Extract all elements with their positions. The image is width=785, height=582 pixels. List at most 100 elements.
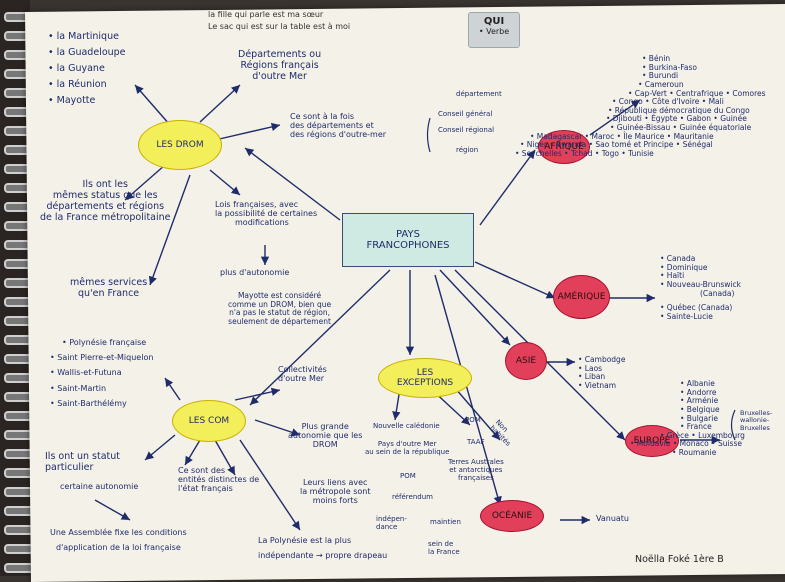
- list-item: • Haïti: [660, 271, 685, 281]
- afrique-node: AFRIQUE: [538, 130, 590, 164]
- com-autonomy: Plus grande autonomie que les DROM: [288, 422, 362, 450]
- text-line: La Polynésie est la plus: [258, 536, 352, 545]
- amerique-node: AMÉRIQUE: [553, 275, 610, 319]
- top-text: la fille qui parle est ma sœur Le sac qu…: [168, 8, 468, 38]
- text-line: Ce sont à la fois: [290, 112, 355, 121]
- text-line: Plus grande: [301, 422, 349, 431]
- text-line: département: [456, 90, 502, 98]
- list-item: • Canada: [660, 254, 696, 263]
- list-item: • Burundi: [642, 71, 679, 81]
- list-item: • Dominique: [660, 262, 708, 272]
- list-item: • Saint-Martin: [50, 383, 107, 393]
- text-line: françaises: [457, 474, 494, 483]
- list-item: • Roumanie: [672, 448, 717, 457]
- text-line: mêmes services: [70, 277, 148, 288]
- exceptions-terres: Terres Australes et antarctiques françai…: [448, 458, 504, 482]
- center-line-1: PAYS: [396, 229, 420, 240]
- list-item: Vanuatu: [596, 514, 630, 523]
- text-line: et antarctiques: [449, 466, 503, 475]
- text-line: Mayotte est considéré: [237, 291, 322, 300]
- text-line: région: [456, 146, 479, 155]
- list-item: • Andorre: [680, 387, 717, 397]
- exceptions-referendum: référendum: [392, 493, 433, 501]
- com-polynesie: La Polynésie est la plus indépendante → …: [258, 536, 387, 560]
- text-line: comme un DROM, bien que: [228, 299, 332, 309]
- center-line-2: FRANCOPHONES: [366, 240, 450, 251]
- exceptions-node: LES EXCEPTIONS: [378, 358, 472, 398]
- text-line: Ce sont des: [178, 466, 226, 475]
- text-line: la possibilité de certaines: [215, 209, 318, 219]
- drom-both: Ce sont à la fois des départements et de…: [290, 112, 386, 140]
- asie-label: ASIE: [515, 356, 537, 366]
- text-line: modifications: [235, 218, 289, 228]
- list-item: • Djibouti • Égypte • Gabon • Guinée: [606, 114, 747, 124]
- list-item: • la Guadeloupe: [48, 46, 126, 58]
- note-title: QUI: [483, 16, 505, 27]
- drom-autonomy: plus d'autonomie: [220, 268, 290, 277]
- list-item: • Moldavie • Monaco • Suisse: [630, 439, 742, 449]
- com-liens: Leurs liens avec la métropole sont moins…: [300, 478, 370, 506]
- list-item: • Cap-Vert • Centrafrique • Comores: [628, 88, 766, 98]
- com-assemblee: Une Assemblée fixe les conditions d'appl…: [50, 528, 187, 552]
- list-item: • Cameroun: [638, 79, 684, 89]
- text-line: Conseil régional: [438, 126, 495, 135]
- drom-status: Ils ont les mêmes status que les départe…: [40, 179, 171, 224]
- header-line-2: Le sac qui est sur la table est à moi: [208, 22, 351, 31]
- com-label: LES COM: [188, 416, 230, 426]
- notebook-spiral: [0, 0, 34, 576]
- list-item: • Albanie: [680, 379, 715, 388]
- drom-mayotte: Mayotte est considéré comme un DROM, bie…: [228, 291, 332, 327]
- signature: Noëlla Foké 1ère B: [635, 554, 724, 565]
- list-item: • République démocratique du Congo: [608, 105, 750, 115]
- exceptions-taaf: TAAF: [467, 438, 485, 446]
- amerique-list: • Canada • Dominique • Haïti • Nouveau-B…: [660, 254, 741, 321]
- list-item: • Nouveau-Brunswick: [660, 279, 741, 289]
- exceptions-label-1: LES: [416, 368, 434, 378]
- asie-list: • Cambodge • Laos • Liban • Vietnam: [578, 355, 626, 391]
- oceanie-list: Vanuatu: [596, 514, 629, 523]
- text-line: Conseil général: [438, 110, 493, 119]
- text-line: Lois françaises, avec: [215, 200, 299, 209]
- drom-list: • la Martinique • la Guadeloupe • la Guy…: [48, 31, 126, 107]
- drom-node: LES DROM: [138, 120, 222, 170]
- list-item: • Sainte-Lucie: [660, 311, 713, 321]
- header-line-1: la fille qui parle est ma sœur: [208, 10, 324, 19]
- text-line: sein de: [428, 540, 454, 548]
- list-item: • Arménie: [680, 396, 719, 406]
- list-item: • la Martinique: [48, 31, 119, 42]
- list-item: • Cambodge: [578, 355, 626, 364]
- text-line: Une Assemblée fixe les conditions: [50, 528, 187, 537]
- drom-bracket: département Conseil général Conseil régi…: [438, 90, 502, 154]
- text-line: l'état français: [178, 484, 233, 494]
- asie-node: ASIE: [505, 342, 547, 380]
- com-entites: Ce sont des entités distinctes de l'état…: [178, 466, 259, 494]
- center-node: PAYS FRANCOPHONES: [342, 213, 474, 267]
- text-line: Leurs liens avec: [303, 478, 368, 487]
- list-item: • Guinée-Bissau • Guinée équatoriale: [610, 123, 752, 132]
- list-item: • Saint-Barthélémy: [50, 398, 127, 408]
- oceanie-node: OCÉANIE: [480, 500, 544, 532]
- text-line: Ils ont un statut: [45, 451, 121, 462]
- exceptions-label-2: EXCEPTIONS: [396, 378, 454, 388]
- text-line: indépen-: [376, 515, 407, 523]
- text-line: mêmes status que les: [52, 189, 158, 201]
- list-item: • Congo • Côte d'Ivoire • Mali: [612, 97, 724, 107]
- note-sub: • Verbe: [478, 27, 510, 36]
- drom-definition: Départements ou Régions français d'outre…: [238, 49, 321, 83]
- text-line: wallonie-: [740, 416, 770, 425]
- com-statut: Ils ont un statut particulier certaine a…: [45, 451, 138, 491]
- list-item: • Bulgarie: [680, 413, 718, 423]
- list-item: • la Guyane: [48, 62, 105, 74]
- exceptions-pom: POM: [465, 416, 481, 424]
- exceptions-pays: Pays d'outre Mer au sein de la républiqu…: [365, 440, 449, 456]
- list-item: • Québec (Canada): [660, 303, 733, 313]
- exceptions-maintien: maintien: [430, 518, 461, 526]
- list-item: • Burkina-Faso: [642, 62, 697, 72]
- europe-belgique-note: Bruxelles- wallonie- Bruxelles: [740, 409, 772, 432]
- text-line: n'a pas le statut de région,: [229, 308, 330, 318]
- text-line: départements et régions: [46, 200, 165, 212]
- text-line: indépendante → propre drapeau: [258, 551, 388, 561]
- amerique-label: AMÉRIQUE: [557, 292, 606, 302]
- europe-node: EUROPE: [625, 425, 679, 457]
